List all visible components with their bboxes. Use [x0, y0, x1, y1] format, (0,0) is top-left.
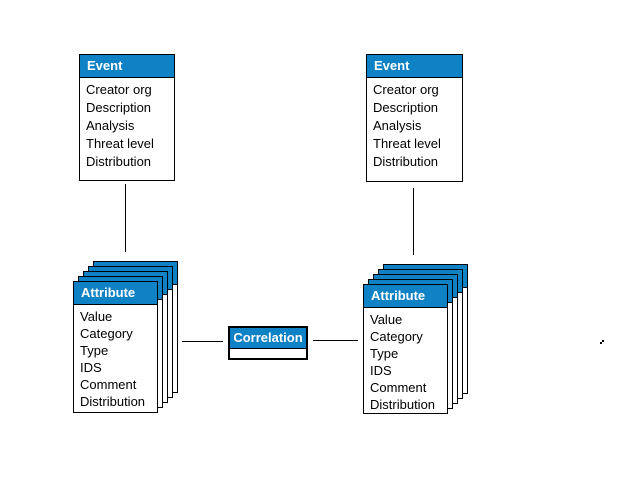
attribute-entity-left: Attribute Value Category Type IDS Commen…: [73, 281, 158, 413]
entity-field: Description: [86, 100, 152, 115]
attribute-right-fields: Value Category Type IDS Comment Distribu…: [364, 308, 447, 413]
entity-field: Comment: [370, 380, 427, 395]
entity-field: Category: [370, 329, 423, 344]
entity-field: Distribution: [373, 154, 439, 169]
event-entity-right: Event Creator org Description Analysis T…: [366, 54, 463, 182]
entity-field: IDS: [80, 360, 102, 375]
event-left-fields: Creator org Description Analysis Threat …: [80, 78, 174, 171]
entity-field: Value: [80, 309, 113, 324]
entity-field: Distribution: [80, 394, 146, 409]
entity-field: Category: [80, 326, 133, 341]
entity-field: Distribution: [86, 154, 152, 169]
entity-field: Creator org: [373, 82, 439, 97]
connector-attribute-correlation-left: [182, 341, 223, 342]
entity-field: Description: [373, 100, 439, 115]
entity-field: Threat level: [373, 136, 441, 151]
entity-field: Comment: [80, 377, 137, 392]
correlation-body: [230, 349, 306, 358]
correlation-title: Correlation: [230, 328, 306, 349]
attribute-left-title: Attribute: [74, 282, 157, 305]
event-entity-left: Event Creator org Description Analysis T…: [79, 54, 175, 181]
entity-field: Analysis: [373, 118, 422, 133]
entity-field: IDS: [370, 363, 392, 378]
entity-field: Threat level: [86, 136, 154, 151]
entity-field: Value: [370, 312, 403, 327]
event-right-fields: Creator org Description Analysis Threat …: [367, 78, 462, 171]
event-right-title: Event: [367, 55, 462, 78]
entity-field: Distribution: [370, 397, 436, 412]
connector-attribute-correlation-right: [313, 340, 358, 341]
entity-field: Type: [80, 343, 109, 358]
correlation-entity: Correlation: [228, 326, 308, 360]
event-left-title: Event: [80, 55, 174, 78]
entity-field: Creator org: [86, 82, 152, 97]
attribute-right-title: Attribute: [364, 285, 447, 308]
stray-mark: [600, 342, 602, 344]
entity-field: Analysis: [86, 118, 135, 133]
entity-field: Type: [370, 346, 399, 361]
attribute-left-fields: Value Category Type IDS Comment Distribu…: [74, 305, 157, 410]
attribute-entity-right: Attribute Value Category Type IDS Commen…: [363, 284, 448, 414]
connector-event-attribute-left: [125, 184, 126, 252]
connector-event-attribute-right: [413, 188, 414, 255]
